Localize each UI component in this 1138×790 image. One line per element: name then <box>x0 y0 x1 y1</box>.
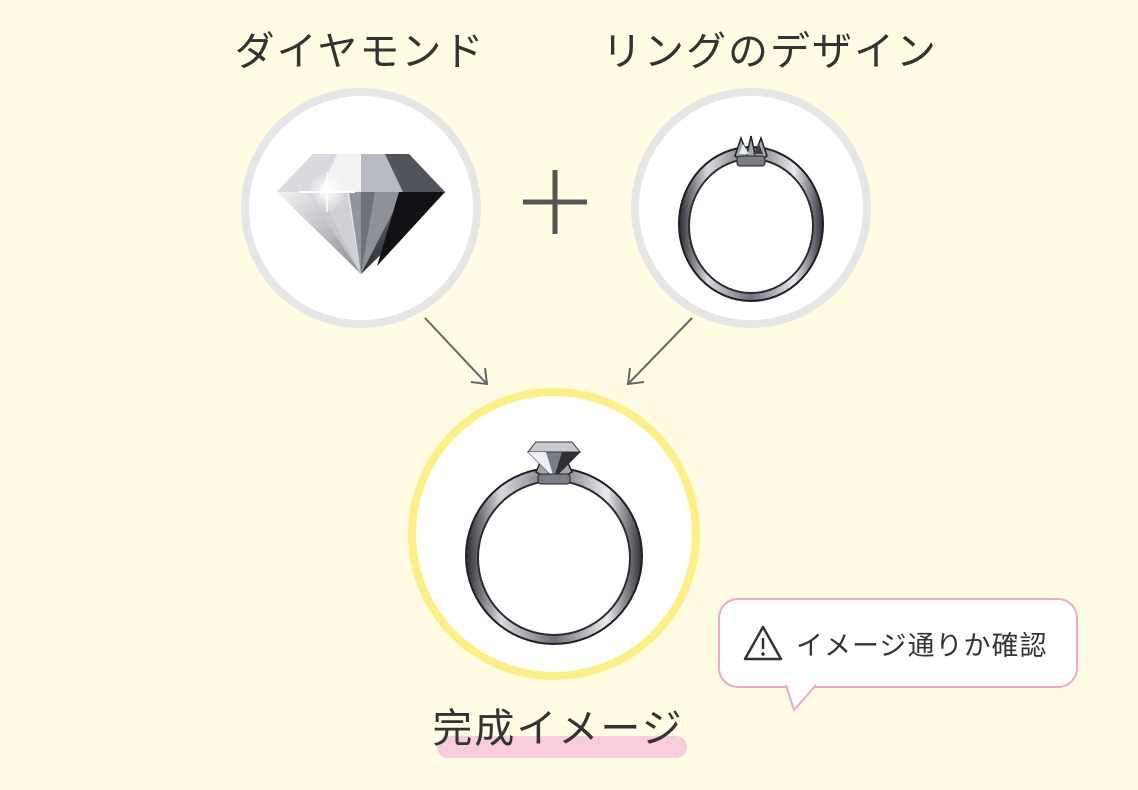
note-bubble: イメージ通りか確認 <box>718 598 1078 688</box>
completed-ring-icon <box>416 396 692 672</box>
bubble-tail <box>780 684 840 712</box>
arrow-ring-to-result <box>628 318 692 384</box>
diamond-label: ダイヤモンド <box>200 32 520 72</box>
plus-icon <box>519 166 591 238</box>
ring-icon <box>639 96 863 320</box>
result-circle <box>408 388 700 680</box>
result-caption: 完成イメージ <box>420 696 696 754</box>
diamond-icon <box>249 96 473 320</box>
arrow-diamond-to-result <box>425 318 487 384</box>
ring-design-label: リングのデザイン <box>560 32 980 72</box>
note-text: イメージ通りか確認 <box>796 624 1047 663</box>
warning-triangle-icon <box>742 624 784 662</box>
ring-design-circle <box>631 88 871 328</box>
diamond-circle <box>241 88 481 328</box>
